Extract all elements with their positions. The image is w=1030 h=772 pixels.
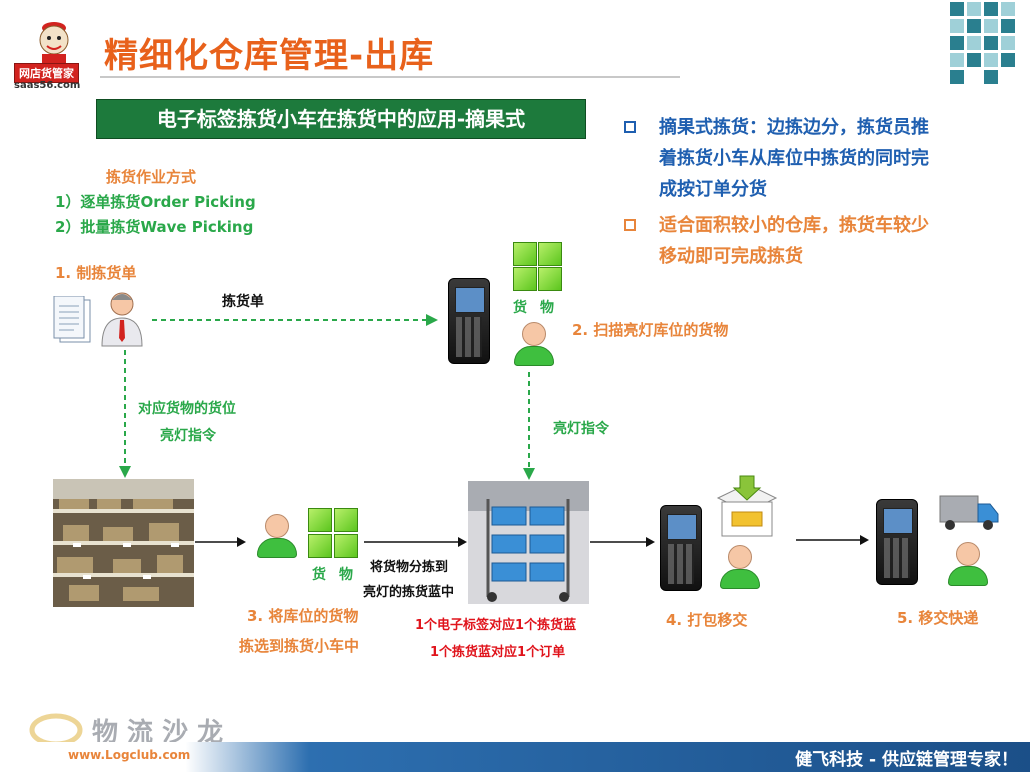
goods-label-b: 物	[540, 300, 554, 316]
bullet-2-line-2: 移动即可完成拣货	[659, 246, 803, 267]
mascot-logo-icon	[39, 22, 69, 64]
sort-label-1: 将货物分拣到	[370, 560, 449, 575]
bullet-2-line-1: 适合面积较小的仓库，拣货车较少	[659, 215, 929, 236]
step-5-label: 5. 移交快递	[897, 609, 979, 627]
title-underline	[100, 76, 680, 78]
package-box-icon	[716, 475, 778, 537]
pick-list-arrow	[152, 314, 438, 326]
bullet-marker-1	[624, 121, 636, 133]
bullet-marker-2	[624, 219, 636, 231]
goods-cube-icon	[334, 534, 358, 558]
tag-basket-note: 1个电子标签对应1个拣货蓝	[415, 618, 577, 633]
step-3-label-1: 3. 将库位的货物	[247, 607, 359, 625]
bullet-1-line-2: 着拣货小车从库位中拣货的同时完	[659, 148, 929, 169]
footer-slogan: 健飞科技 - 供应链管理专家！	[795, 750, 1018, 770]
location-light-label-2: 亮灯指令	[160, 428, 216, 444]
pick-list-label: 拣货单	[222, 294, 264, 310]
step-4-label: 4. 打包移交	[666, 611, 748, 629]
document-icon	[53, 296, 91, 343]
goods-cube-icon	[334, 508, 358, 532]
page-title: 精细化仓库管理-出库	[104, 36, 435, 76]
packer-person-icon	[720, 545, 760, 589]
goods-label-a: 货	[312, 567, 326, 583]
basket-order-note: 1个拣货蓝对应1个订单	[430, 645, 566, 660]
bullet-1-line-1: 摘果式拣货：边拣边分，拣货员推	[659, 117, 929, 138]
step-3-label-2: 拣选到拣货小车中	[239, 637, 360, 655]
step-1-label: 1. 制拣货单	[55, 264, 137, 282]
location-light-label-1: 对应货物的货位	[138, 401, 236, 417]
method-wave-picking: 2）批量拣货Wave Picking	[55, 218, 254, 236]
picking-cart-image	[468, 481, 589, 604]
bullet-1: 摘果式拣货：边拣边分，拣货员推 着拣货小车从库位中拣货的同时完 成按订单分货	[659, 112, 929, 205]
goods-cube-icon	[513, 267, 537, 291]
watermark-url: www.Logclub.com	[68, 748, 191, 762]
flow-arrow-1	[195, 537, 246, 547]
scanner-device-icon	[448, 278, 490, 364]
sort-label-2: 亮灯的拣货蓝中	[363, 585, 455, 600]
section-banner: 电子标签拣货小车在拣货中的应用-摘果式	[96, 99, 586, 139]
goods-cube-icon	[538, 242, 562, 266]
goods-label-b: 物	[339, 567, 353, 583]
flow-arrow-3	[590, 537, 655, 547]
logo-text: 网店货管家	[14, 63, 79, 83]
flow-arrow-2	[364, 537, 467, 547]
flow-arrow-4	[796, 535, 869, 545]
goods-cube-icon	[308, 508, 332, 532]
goods-cube-icon	[308, 534, 332, 558]
bullet-2: 适合面积较小的仓库，拣货车较少 移动即可完成拣货	[659, 210, 929, 272]
goods-label-a: 货	[513, 300, 527, 316]
light-command-arrow	[523, 372, 535, 480]
logo-url: saas56.com	[14, 80, 81, 91]
picker-person-icon	[514, 322, 554, 366]
picker-person-icon	[257, 514, 297, 558]
goods-cube-icon	[513, 242, 537, 266]
methods-title: 拣货作业方式	[106, 168, 197, 186]
location-light-arrow	[119, 350, 131, 478]
goods-cube-icon	[538, 267, 562, 291]
step-2-label: 2. 扫描亮灯库位的货物	[572, 321, 729, 339]
bullet-1-line-3: 成按订单分货	[659, 179, 767, 200]
method-order-picking: 1）逐单拣货Order Picking	[55, 193, 256, 211]
warehouse-shelf-image	[53, 479, 194, 607]
scanner-device-icon	[660, 505, 702, 591]
manager-person-icon	[101, 292, 143, 347]
mosaic-decoration	[950, 2, 1015, 84]
light-command-label: 亮灯指令	[553, 421, 609, 437]
footer-bar	[0, 742, 1030, 772]
courier-person-icon	[948, 542, 988, 586]
scanner-device-icon	[876, 499, 918, 585]
delivery-truck-icon	[939, 495, 999, 530]
